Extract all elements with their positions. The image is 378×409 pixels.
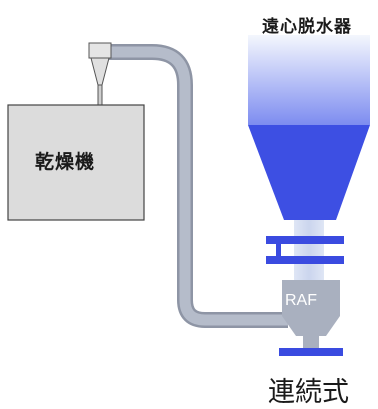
cyclone-cone xyxy=(90,57,110,86)
centrifuge-hopper xyxy=(248,125,370,220)
raf-unit xyxy=(282,280,340,336)
dryer-label: 乾燥機 xyxy=(35,151,96,173)
transfer-tube xyxy=(294,220,324,280)
conveying-pipe-inner xyxy=(100,46,288,326)
mode-label: 連続式 xyxy=(268,377,349,408)
flange-lower xyxy=(266,256,344,264)
flange-upper xyxy=(266,236,344,244)
flange-bolt-left xyxy=(276,236,281,264)
centrifuge-body xyxy=(248,35,370,125)
cyclone-outlet xyxy=(97,84,103,106)
raf-label: RAF xyxy=(285,292,317,309)
dryer-box xyxy=(7,104,145,221)
cyclone-head xyxy=(88,42,112,59)
raf-outlet xyxy=(303,336,319,348)
raf-base xyxy=(279,348,343,356)
centrifuge-label: 遠心脱水器 xyxy=(262,17,352,37)
